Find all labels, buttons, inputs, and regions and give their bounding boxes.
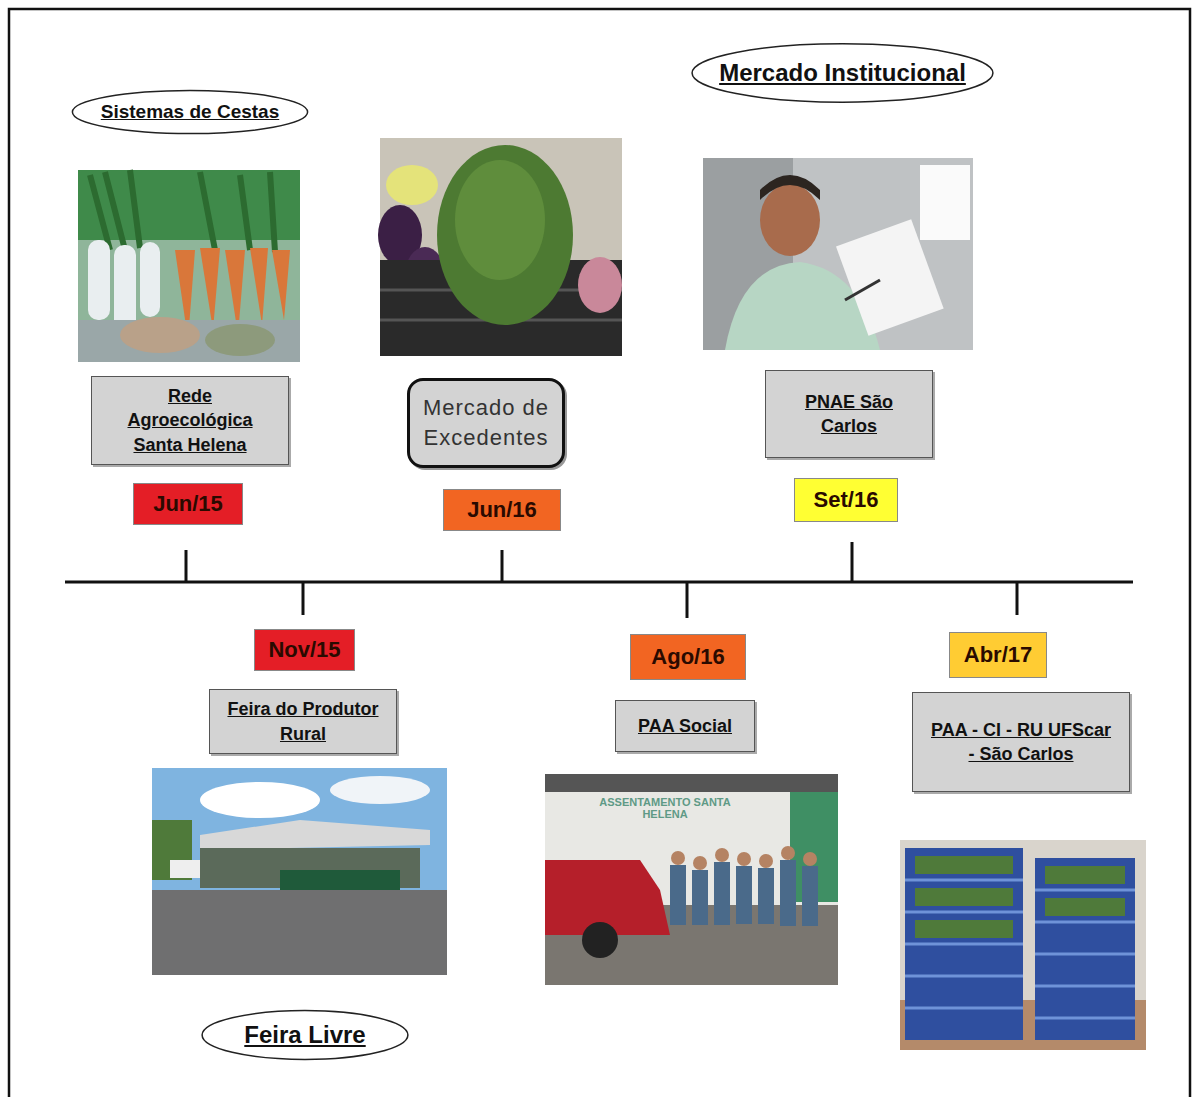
node-text: Feira do Produtor Rural <box>223 697 383 746</box>
market-box: PAA Social <box>615 700 755 752</box>
market-box: PAA - CI - RU UFScar - São Carlos <box>912 692 1130 792</box>
node-text: Jun/16 <box>467 497 537 523</box>
photo-crates <box>900 840 1146 1050</box>
date-box: Set/16 <box>794 478 898 522</box>
node-text: PAA - CI - RU UFScar - São Carlos <box>926 718 1116 767</box>
market-box: Rede Agroecológica Santa Helena <box>91 376 289 465</box>
node-text: Nov/15 <box>268 637 340 663</box>
photo-fair <box>152 768 447 975</box>
date-box: Nov/15 <box>254 629 355 671</box>
node-text: Mercado Institucional <box>719 59 966 87</box>
node-text: PNAE São Carlos <box>784 390 914 439</box>
market-box: PNAE São Carlos <box>765 370 933 458</box>
date-box: Jun/16 <box>443 489 561 531</box>
photo-produce <box>378 138 622 356</box>
node-text: Abr/17 <box>964 642 1032 668</box>
date-box: Ago/16 <box>630 634 746 680</box>
photo-signing <box>703 158 973 350</box>
node-text: Sistemas de Cestas <box>101 101 280 123</box>
photo-sign: ASSENTAMENTO SANTA HELENA <box>590 796 740 820</box>
oval-label: Sistemas de Cestas <box>70 89 310 135</box>
node-text: PAA Social <box>638 714 732 738</box>
market-box: Feira do Produtor Rural <box>209 689 397 754</box>
oval-label: Mercado Institucional <box>689 42 996 104</box>
date-box: Abr/17 <box>949 632 1047 678</box>
date-box: Jun/15 <box>133 483 243 525</box>
node-text: Rede Agroecológica Santa Helena <box>105 384 275 457</box>
market-box: Mercado de Excedentes <box>407 378 565 468</box>
frame <box>9 9 1190 1097</box>
node-text: Feira Livre <box>244 1021 365 1049</box>
node-text: Set/16 <box>814 487 879 513</box>
node-text: Ago/16 <box>651 644 724 670</box>
photo-vegetables <box>78 170 300 362</box>
node-text: Jun/15 <box>153 491 223 517</box>
node-text: Mercado de Excedentes <box>421 393 551 452</box>
photo-group <box>545 774 838 985</box>
oval-label: Feira Livre <box>200 1009 410 1061</box>
timeline <box>65 542 1133 618</box>
